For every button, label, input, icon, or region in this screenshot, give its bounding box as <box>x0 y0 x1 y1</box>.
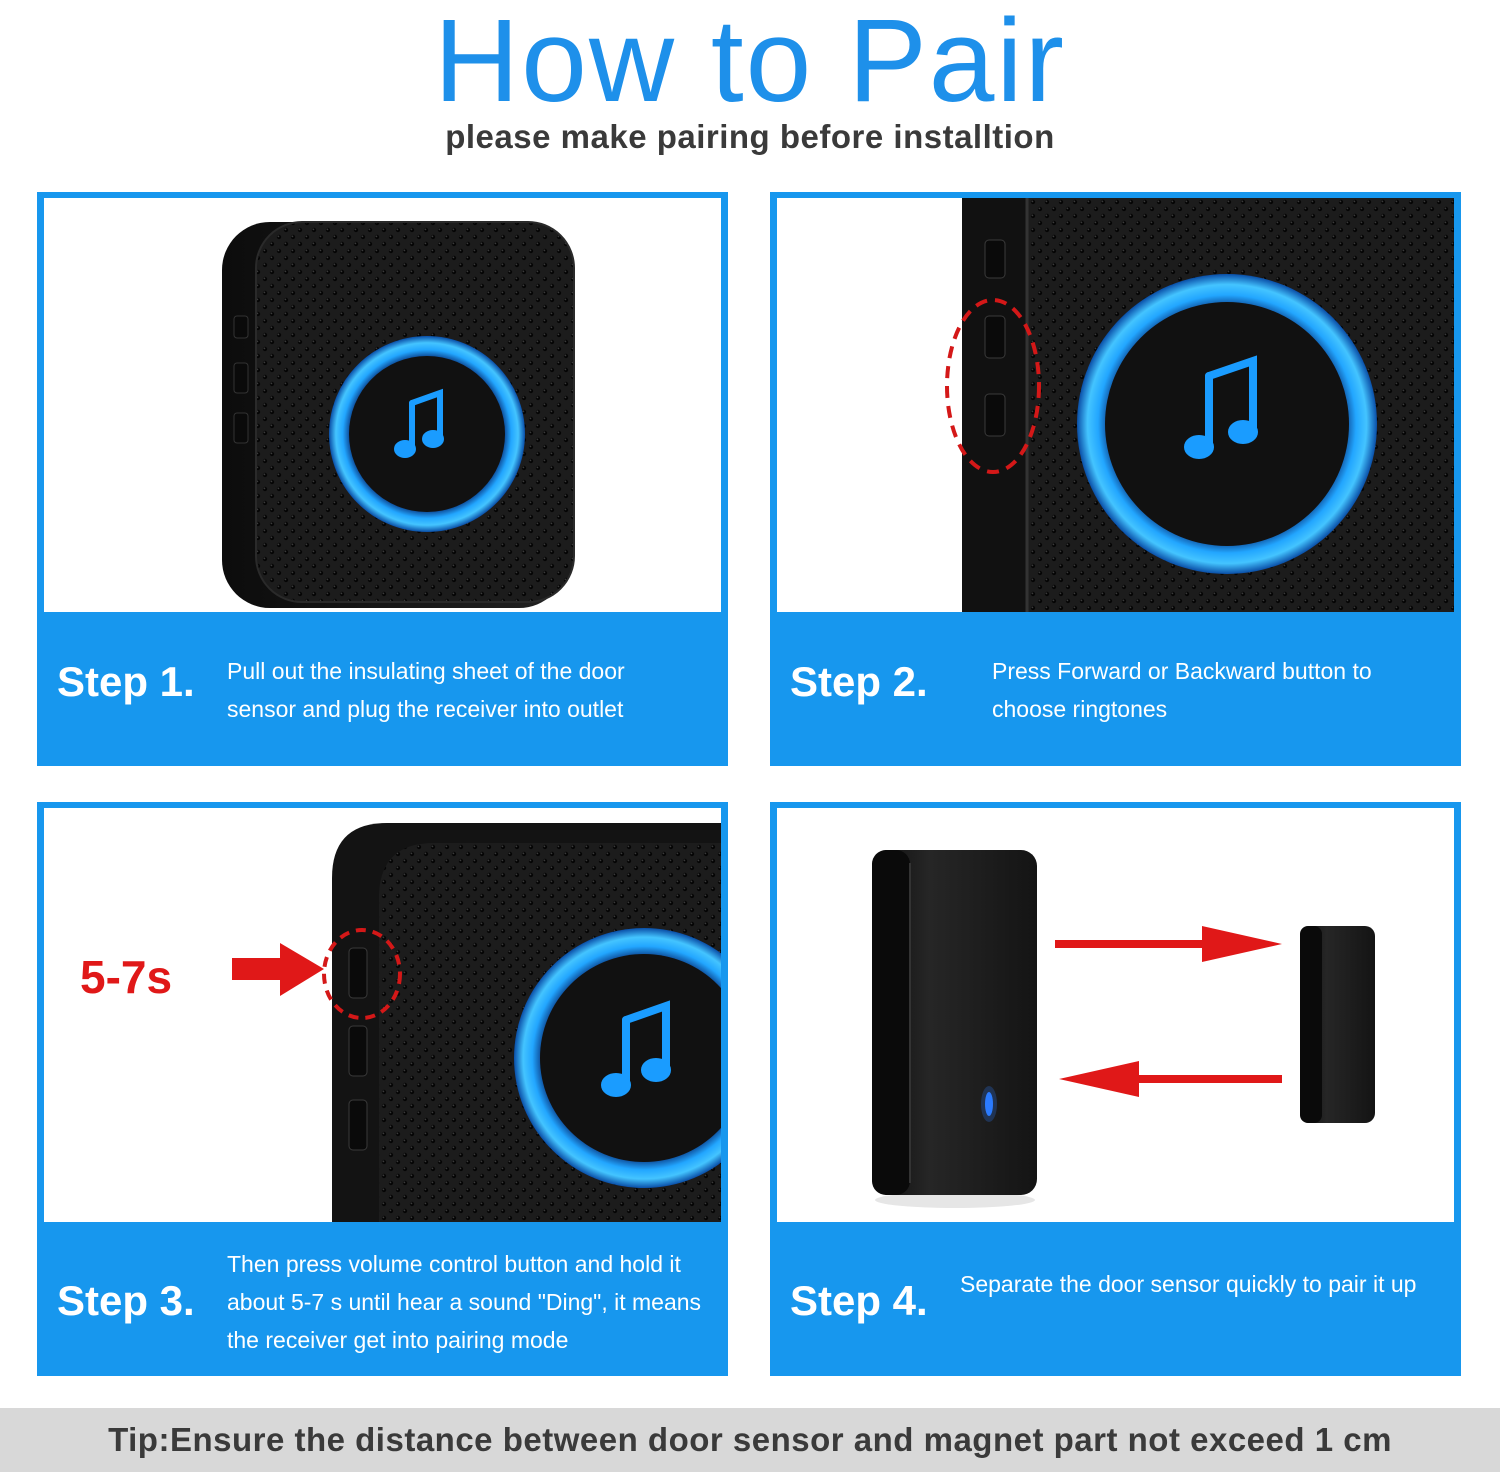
step-4-label: Step 4. <box>790 1277 928 1324</box>
side-buttons <box>348 947 368 1151</box>
step-panel-4: Step 4. Separate the door sensor quickly… <box>770 802 1461 1376</box>
step-3-label: Step 3. <box>57 1277 195 1324</box>
step-2-label: Step 2. <box>790 658 928 705</box>
door-sensor <box>872 850 1037 1195</box>
music-note-icon <box>394 388 444 458</box>
step-2-text: Press Forward or Backward button to choo… <box>992 658 1372 722</box>
step-panel-1: Step 1. Pull out the insulating sheet of… <box>37 192 728 766</box>
magnet-part <box>1300 926 1375 1123</box>
step-3-text: Then press volume control button and hol… <box>227 1251 702 1353</box>
music-note-icon <box>1184 355 1258 459</box>
step-panel-3: 5-7s Step 3. Then press volume control b… <box>37 802 728 1376</box>
step-4-text: Separate the door sensor quickly to pair… <box>960 1271 1417 1297</box>
step-1-label: Step 1. <box>57 658 195 705</box>
page-subtitle: please make pairing before installtion <box>445 118 1055 155</box>
hold-duration-callout: 5-7s <box>80 951 173 1003</box>
tip-bar: Tip:Ensure the distance between door sen… <box>0 1408 1500 1472</box>
side-buttons <box>233 315 249 444</box>
step-3-image: 5-7s <box>44 808 721 1222</box>
step-1-image <box>44 198 721 612</box>
step-panel-2: Step 2. Press Forward or Backward button… <box>770 192 1461 766</box>
music-note-icon <box>601 1000 671 1097</box>
step-2-image <box>777 198 1454 612</box>
red-arrow-icon <box>232 943 324 996</box>
side-buttons <box>984 239 1006 437</box>
dashed-highlight-circle <box>322 928 402 1020</box>
red-arrow-icon <box>1055 926 1282 962</box>
red-arrow-icon <box>1059 1061 1282 1097</box>
step-4-image <box>777 808 1454 1222</box>
step-1-text: Pull out the insulating sheet of the doo… <box>227 658 625 722</box>
dashed-highlight-circle <box>945 298 1041 474</box>
page-title: How to Pair <box>434 0 1066 127</box>
